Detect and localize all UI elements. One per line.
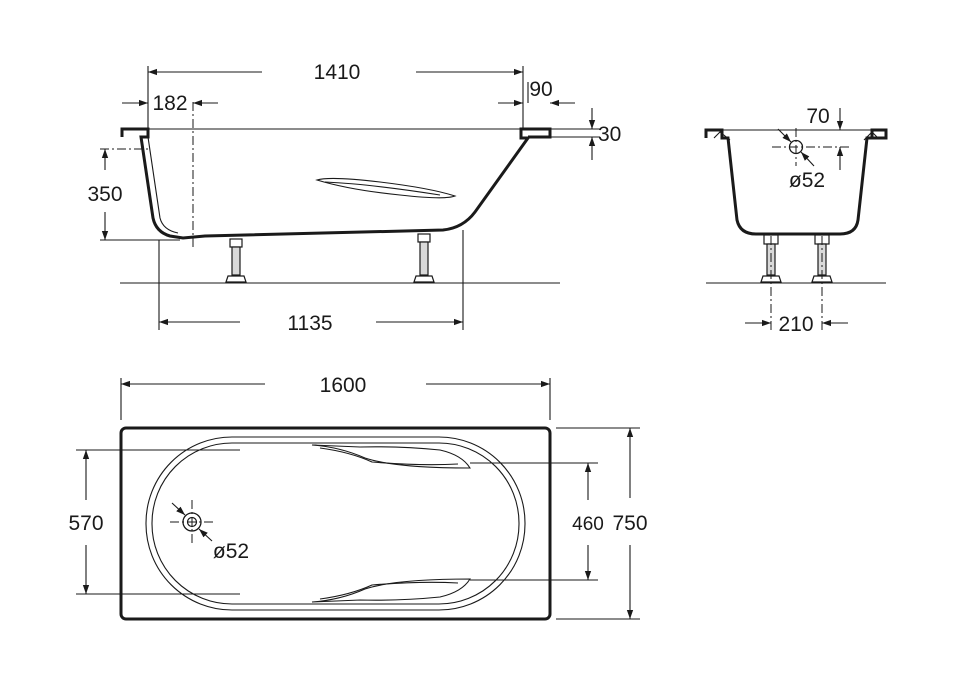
handle-groove-inner <box>324 181 441 196</box>
tub-end-profile <box>704 128 888 236</box>
basin-inner-outline <box>151 442 520 605</box>
dim-750-label: 750 <box>612 512 647 535</box>
end-view: ø52 70 210 <box>704 105 888 336</box>
dim-350-label: 350 <box>87 183 122 206</box>
dim-30-label: 30 <box>598 123 621 146</box>
plan-handle-top <box>311 444 471 469</box>
plan-handle-bottom <box>311 578 471 603</box>
tub-side-profile <box>120 127 552 240</box>
tub-outer-rim <box>119 426 552 621</box>
tub-inner-wall <box>147 136 179 234</box>
dim-1410-label: 1410 <box>314 61 361 84</box>
dim-1600-label: 1600 <box>320 374 367 397</box>
dim-1135-label: 1135 <box>287 312 332 335</box>
handle-groove <box>315 177 457 199</box>
dim-460-label: 460 <box>572 514 604 535</box>
leg-left <box>225 238 247 283</box>
side-view: 1410 182 90 30 350 1135 <box>87 61 621 335</box>
dim-210-label: 210 <box>778 313 813 336</box>
dim-drain-diameter-label: ø52 <box>213 540 249 563</box>
leg-right <box>413 233 435 283</box>
dim-overflow-diameter-label: ø52 <box>789 169 825 192</box>
dim-570-label: 570 <box>68 512 103 535</box>
dim-182-label: 182 <box>152 92 187 115</box>
plan-view: ø52 1600 750 460 570 <box>68 374 648 621</box>
dim-70-label: 70 <box>806 105 829 128</box>
basin-outer-outline <box>145 436 526 611</box>
dim-90-label: 90 <box>529 78 552 101</box>
